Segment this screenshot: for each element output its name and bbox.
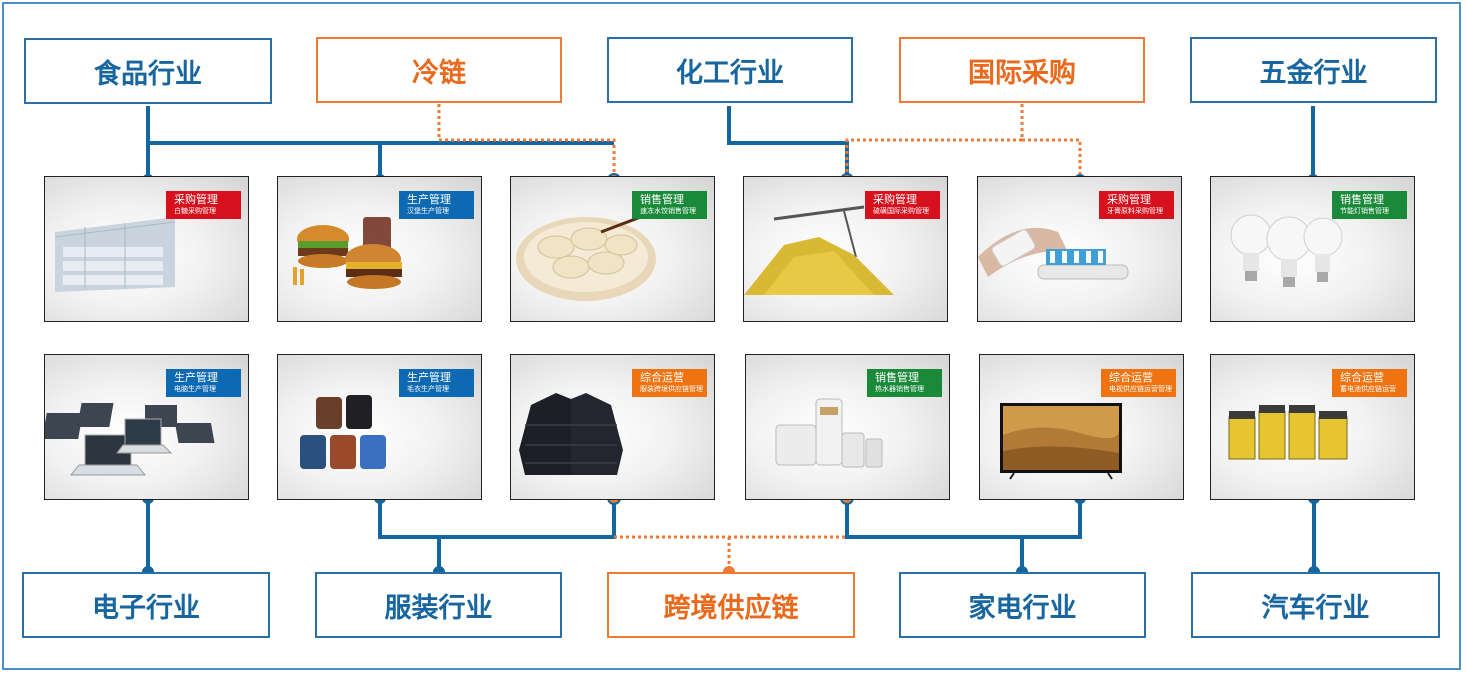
card-computer-production: 生产管理电脑生产管理 (44, 354, 249, 500)
card-tag: 采购管理硫磺国际采购管理 (865, 191, 940, 219)
card-tv-supply: 综合运营电视供应链运营管理 (979, 354, 1184, 500)
card-burger-production: 生产管理汉堡生产管理 (277, 176, 482, 322)
sugar-warehouse-image (54, 217, 176, 292)
light-bulbs-image (1230, 214, 1343, 287)
connector-coldchain (437, 104, 616, 180)
industry-coldchain: 冷链 (316, 37, 562, 103)
industry-intl-purchase: 国际采购 (899, 37, 1145, 103)
industry-food: 食品行业 (24, 38, 272, 104)
industry-crossborder: 跨境供应链 (607, 572, 855, 638)
television-image (1000, 403, 1122, 480)
connector-home-appliance (845, 498, 1082, 572)
connector-chemical (727, 106, 849, 180)
card-tag: 采购管理白糖采购管理 (166, 191, 241, 219)
card-tag: 生产管理毛衣生产管理 (399, 369, 474, 397)
industry-auto: 汽车行业 (1191, 572, 1440, 638)
connector-food (146, 106, 614, 180)
toothpaste-image (978, 227, 1129, 280)
industry-apparel: 服装行业 (315, 572, 562, 638)
card-tag: 综合运营蓄电池供应链运营 (1332, 369, 1407, 397)
industry-home-appliance: 家电行业 (899, 572, 1146, 638)
sweaters-image (300, 395, 386, 469)
card-tag: 综合运营电视供应链运营管理 (1101, 369, 1176, 397)
card-tag: 销售管理速冻水饺销售管理 (632, 191, 707, 219)
industry-chemical: 化工行业 (607, 37, 853, 103)
batteries-image (1228, 405, 1348, 460)
dumplings-image (516, 213, 656, 301)
industry-hardware: 五金行业 (1190, 37, 1437, 103)
card-sweater-production: 生产管理毛衣生产管理 (277, 354, 482, 500)
card-tag: 综合运营服装跨境供应链管理 (632, 369, 707, 397)
connector-apparel (378, 498, 616, 572)
card-toothpaste-procurement: 采购管理牙膏原料采购管理 (977, 176, 1182, 322)
connector-intl-purchase (845, 104, 1082, 180)
card-tag: 生产管理电脑生产管理 (166, 369, 241, 397)
water-heaters-image (775, 398, 883, 468)
card-dumpling-sales: 销售管理速冻水饺销售管理 (510, 176, 715, 322)
card-sulfur-procurement: 采购管理硫磺国际采购管理 (743, 176, 948, 322)
card-jacket-crossborder: 综合运营服装跨境供应链管理 (510, 354, 715, 500)
down-jackets-image (519, 393, 623, 475)
card-tag: 销售管理热水器销售管理 (867, 369, 942, 397)
card-battery-supply: 综合运营蓄电池供应链运营 (1210, 354, 1415, 500)
sulfur-pile-image (744, 205, 894, 295)
card-tag: 采购管理牙膏原料采购管理 (1099, 191, 1174, 219)
burger-image (293, 217, 402, 289)
card-sugar-procurement: 采购管理白糖采购管理 (44, 176, 249, 322)
connector-crossborder (614, 535, 847, 572)
card-water-heater-sales: 销售管理热水器销售管理 (745, 354, 950, 500)
card-tag: 销售管理节能灯销售管理 (1332, 191, 1407, 219)
card-bulb-sales: 销售管理节能灯销售管理 (1210, 176, 1415, 322)
laptops-image (45, 403, 215, 476)
card-tag: 生产管理汉堡生产管理 (399, 191, 474, 219)
industry-electronics: 电子行业 (22, 572, 270, 638)
